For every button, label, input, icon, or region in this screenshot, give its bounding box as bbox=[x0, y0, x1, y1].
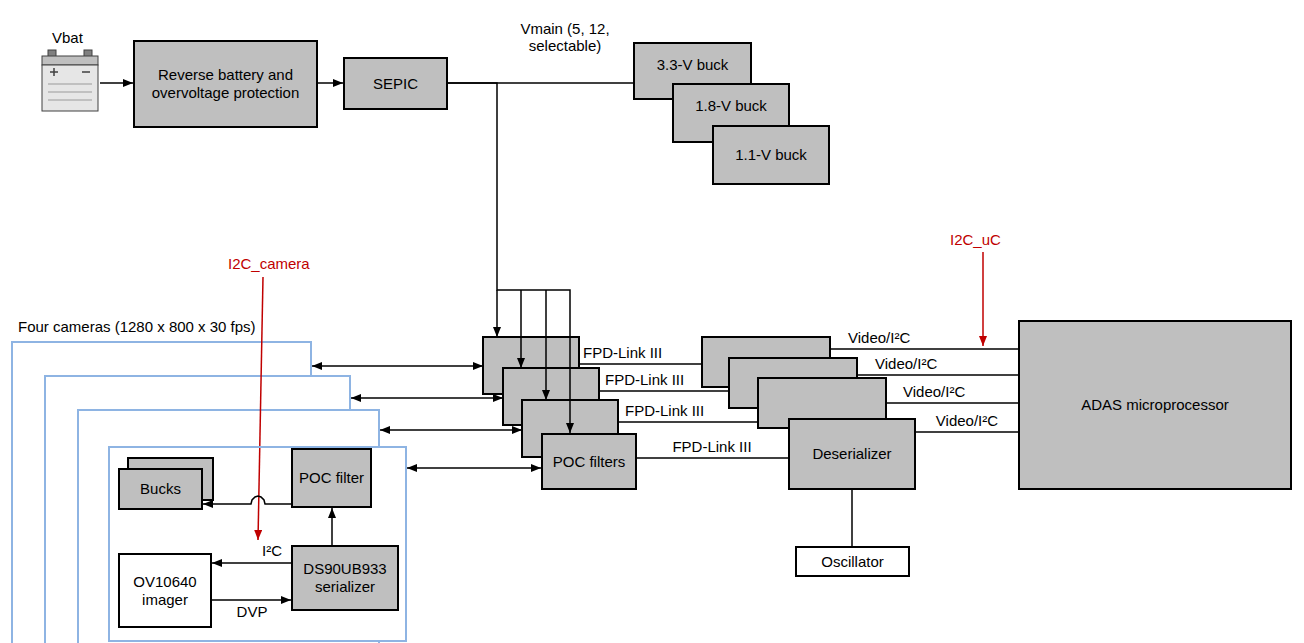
buck-box: 1.1-V buck bbox=[712, 125, 830, 185]
buck-box: Bucks bbox=[118, 468, 203, 510]
battery-polarity bbox=[50, 68, 90, 76]
link-label: FPD-Link III bbox=[625, 403, 704, 419]
camera-link bbox=[312, 365, 483, 367]
battery-ribs bbox=[48, 84, 92, 100]
connectors bbox=[203, 83, 1018, 600]
oscillator-box: Oscillator bbox=[795, 546, 910, 577]
box-label: Reverse battery and overvoltage protecti… bbox=[141, 66, 310, 102]
box-label: POC filter bbox=[299, 469, 364, 487]
box-label: SEPIC bbox=[373, 75, 418, 93]
connector-label: FPD-Link III bbox=[672, 439, 751, 455]
connector bbox=[212, 599, 291, 601]
camera-frame-fill bbox=[108, 446, 407, 642]
link-label: Video/I²C bbox=[903, 384, 965, 400]
box-label: Deserializer bbox=[812, 445, 891, 463]
connector bbox=[407, 467, 541, 469]
fpd-link-line bbox=[599, 390, 729, 392]
link-label: Video/I²C bbox=[848, 330, 910, 346]
camera-link bbox=[351, 397, 503, 399]
box-label: DS90UB933 serializer bbox=[299, 560, 391, 596]
i2c-callout-arrow bbox=[982, 252, 984, 346]
connector-label: I²C bbox=[262, 543, 282, 559]
bus-label: I2C_uC bbox=[950, 232, 1001, 248]
connector bbox=[318, 82, 343, 84]
camera-link bbox=[380, 429, 522, 431]
power-branch bbox=[545, 290, 547, 400]
connector bbox=[212, 562, 291, 564]
connector bbox=[331, 508, 333, 545]
serializer-box: DS90UB933 serializer bbox=[291, 545, 399, 611]
fpd-link-line bbox=[579, 363, 702, 365]
converter-box: SEPIC bbox=[343, 57, 448, 110]
connector-label: DVP bbox=[237, 604, 268, 620]
supply-label: Vbat bbox=[52, 30, 83, 46]
box-label: ADAS microprocessor bbox=[1081, 396, 1229, 414]
box-label: OV10640 imager bbox=[126, 573, 204, 609]
imager-box: OV10640 imager bbox=[118, 553, 212, 628]
box-label: 1.1-V buck bbox=[735, 146, 807, 164]
i2c-callout-arrow bbox=[258, 277, 263, 540]
power-branch bbox=[496, 290, 498, 337]
connector bbox=[851, 490, 853, 546]
group-heading: Four cameras (1280 x 800 x 30 fps) bbox=[18, 318, 256, 336]
video-link-line bbox=[857, 374, 1018, 376]
box-label: 3.3-V buck bbox=[657, 56, 729, 74]
connector bbox=[448, 83, 570, 433]
battery-lid bbox=[42, 56, 98, 65]
connector-label: Video/I²C bbox=[936, 413, 998, 429]
link-label: FPD-Link III bbox=[605, 372, 684, 388]
filter-box: POC filters bbox=[541, 433, 637, 490]
power-branch bbox=[520, 290, 522, 368]
protection-box: Reverse battery and overvoltage protecti… bbox=[133, 40, 318, 128]
filter-box: POC filter bbox=[291, 448, 372, 508]
deserializer-box: Deserializer bbox=[788, 418, 916, 490]
box-label: POC filters bbox=[553, 453, 626, 471]
video-link-line bbox=[830, 348, 1018, 350]
link-label: FPD-Link III bbox=[583, 345, 662, 361]
box-label: Bucks bbox=[140, 480, 181, 498]
bus-label: I2C_camera bbox=[228, 256, 310, 272]
video-link-line bbox=[886, 402, 1018, 404]
connector-label: Vmain (5, 12, selectable) bbox=[500, 20, 630, 54]
processor-box: ADAS microprocessor bbox=[1018, 320, 1292, 490]
connector bbox=[203, 496, 291, 504]
fpd-link-line bbox=[618, 421, 758, 423]
link-label: Video/I²C bbox=[875, 356, 937, 372]
battery-body bbox=[42, 65, 98, 111]
connector bbox=[916, 431, 1018, 433]
box-label: 1.8-V buck bbox=[695, 97, 767, 115]
box-label: Oscillator bbox=[821, 553, 884, 571]
connector bbox=[637, 457, 788, 459]
battery-icon bbox=[42, 50, 98, 111]
supply-arrow bbox=[100, 82, 133, 84]
